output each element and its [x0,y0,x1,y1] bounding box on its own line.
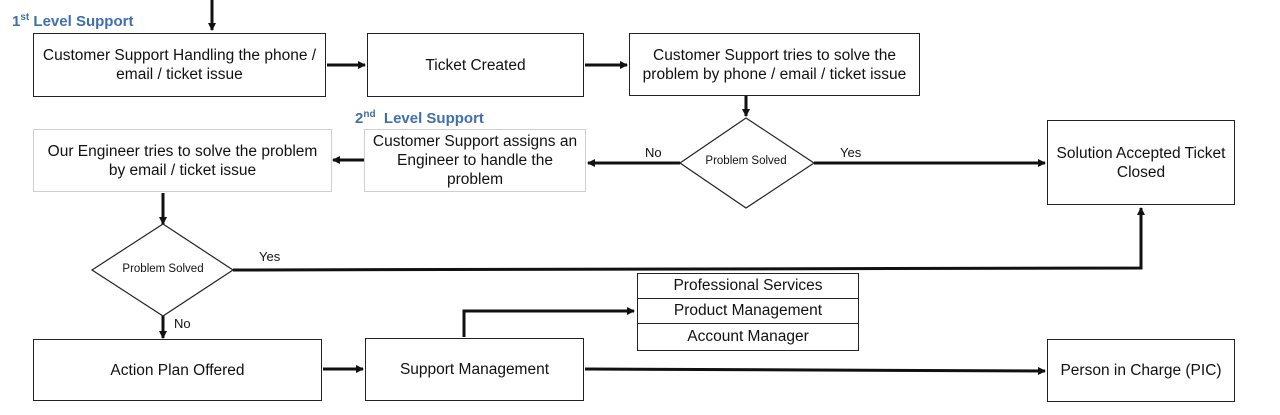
arrow-mgmt-to-escalation [462,307,635,337]
escalation-item: Professional Services [638,274,858,299]
action-plan-box: Action Plan Offered [33,339,322,401]
assigns-engineer-box: Customer Support assigns an Engineer to … [364,129,586,192]
escalation-item: Product Management [638,299,858,324]
yes-label-lower: Yes [259,249,281,264]
engineer-tries-box: Our Engineer tries to solve the problem … [33,129,332,192]
solution-accepted-text: Solution Accepted Ticket Closed [1056,144,1226,181]
first-level-number: 1 [12,13,21,30]
arrow-decision2-yes [232,207,1145,272]
escalation-list: Professional Services Product Management… [637,273,859,351]
action-plan-text: Action Plan Offered [110,361,245,379]
no-label-upper: No [645,145,662,160]
solution-accepted-box: Solution Accepted Ticket Closed [1047,120,1235,205]
escalation-item: Account Manager [687,327,809,345]
person-in-charge-box: Person in Charge (PIC) [1047,339,1235,402]
support-management-text: Support Management [399,361,550,378]
assigns-engineer-text: Customer Support assigns an Engineer to … [372,133,578,188]
arrow-mgmt-to-pic [584,366,1046,375]
yes-label-upper: Yes [840,145,862,160]
second-level-text: Level Support [383,110,484,127]
no-label-lower: No [174,316,191,331]
person-in-charge-text: Person in Charge (PIC) [1060,362,1222,379]
decision-diamond-1 [678,117,816,209]
decision-diamond-2 [90,223,235,317]
support-management-box: Support Management [365,338,584,401]
customer-support-tries-box: Customer Support tries to solve the prob… [629,33,920,96]
engineer-tries-text: Our Engineer tries to solve the problem … [47,142,318,179]
decision-1-label: Problem Solved [705,155,787,167]
first-level-suffix: st [20,12,30,23]
decision-2-label: Problem Solved [122,263,204,275]
customer-support-handling-box: Customer Support Handling the phone / em… [33,33,326,97]
customer-support-handling-text: Customer Support Handling the phone / em… [42,47,317,83]
ticket-created-box: Ticket Created [367,33,584,97]
second-level-number: 2 [355,110,364,127]
second-level-label: 2nd Level Support [355,109,484,127]
ticket-created-text: Ticket Created [425,56,526,74]
first-level-text: Level Support [33,13,134,30]
first-level-label: 1st Level Support [12,12,133,30]
customer-support-tries-text: Customer Support tries to solve the prob… [642,46,907,83]
second-level-suffix: nd [363,109,376,120]
